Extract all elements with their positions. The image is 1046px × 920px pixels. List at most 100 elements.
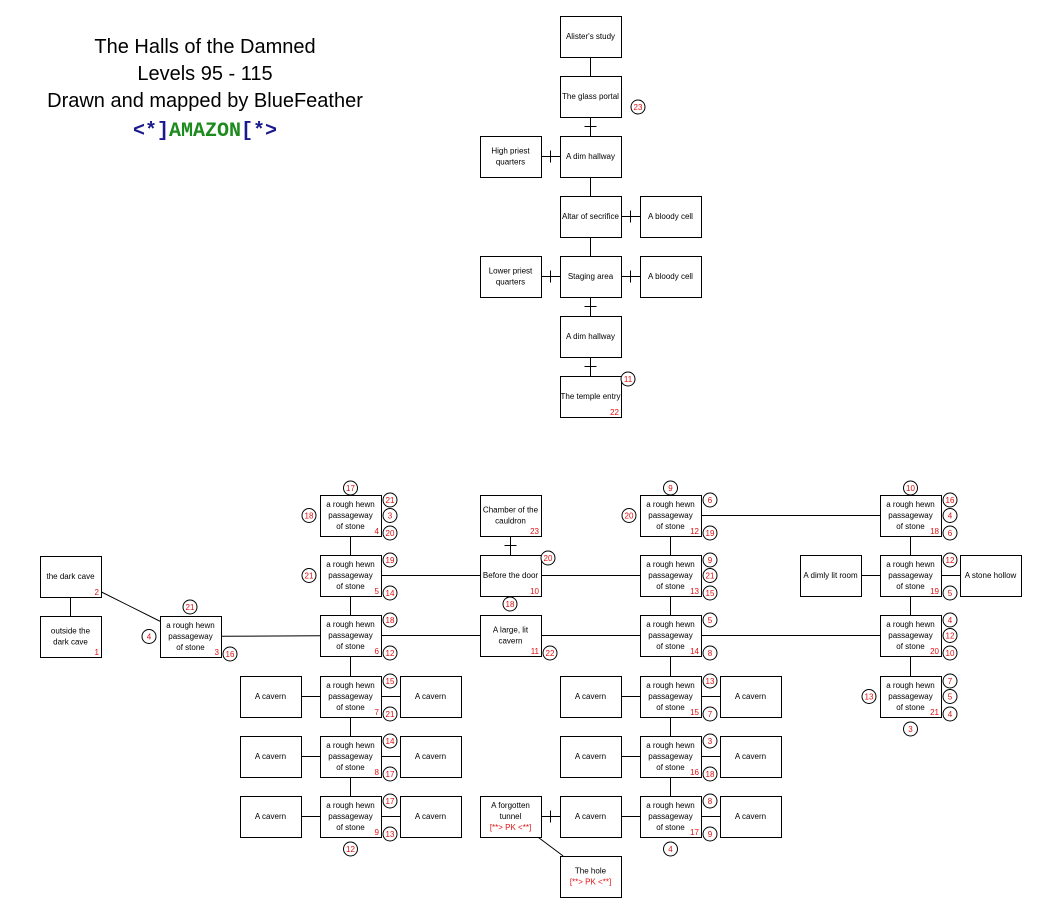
- room-number: 10: [530, 587, 539, 596]
- room-cav17r: A cavern: [720, 796, 782, 838]
- room-label: passageway: [648, 631, 692, 640]
- room-label: a rough hewn: [326, 681, 374, 690]
- room-number: 8: [375, 768, 380, 777]
- exit-label: 9: [708, 556, 713, 565]
- room-label: cauldron: [495, 517, 526, 526]
- exit-label: 9: [668, 484, 673, 493]
- exit-label: 3: [708, 737, 713, 746]
- room-label: a rough hewn: [326, 741, 374, 750]
- room-label: of stone: [336, 703, 365, 712]
- room-label: of stone: [336, 763, 365, 772]
- room-label: The hole: [575, 867, 607, 876]
- room-label: passageway: [648, 752, 692, 761]
- exit-label: 19: [706, 529, 715, 538]
- exit-marker: 21: [702, 568, 718, 583]
- exit-label: 15: [706, 589, 715, 598]
- room-box: [240, 676, 302, 718]
- exit-marker: 8: [702, 793, 718, 809]
- amazon-brand: <*]AMAZON[*>: [10, 120, 400, 143]
- exit-marker: 3: [903, 721, 918, 737]
- room-label: of stone: [656, 522, 685, 531]
- exit-label: 13: [865, 693, 874, 702]
- exit-label: 6: [708, 496, 713, 505]
- map-levels: Levels 95 - 115: [137, 63, 273, 85]
- room-label: A cavern: [415, 752, 446, 761]
- exit-label: 11: [624, 375, 633, 384]
- room-number: 16: [690, 768, 699, 777]
- room-box: [880, 555, 942, 597]
- room-box: [480, 136, 542, 178]
- room-number: 14: [690, 647, 699, 656]
- exit-label: 21: [386, 710, 395, 719]
- room-hollow: A stone hollow: [960, 555, 1022, 597]
- room-number: 12: [690, 527, 699, 536]
- exit-marker: 19: [382, 552, 398, 568]
- room-alister: Alister's study: [560, 16, 622, 58]
- exit-label: 4: [948, 616, 953, 625]
- room-label: of stone: [656, 642, 685, 651]
- exit-marker: 12: [343, 841, 358, 857]
- room-box: [480, 495, 542, 537]
- room-label: a rough hewn: [886, 681, 934, 690]
- pk-warning: [**> PK <**]: [490, 823, 531, 832]
- exit-marker: 7: [702, 706, 718, 722]
- room-label: Altar of secrifice: [562, 212, 619, 221]
- room-box: [640, 796, 702, 838]
- room-label: a rough hewn: [326, 620, 374, 629]
- room-number: 17: [690, 828, 699, 837]
- room-label: The glass portal: [562, 92, 619, 101]
- room-cav15l: A cavern: [560, 676, 622, 718]
- room-label: passageway: [648, 692, 692, 701]
- exit-marker: 20: [540, 550, 556, 566]
- exit-marker: 4: [141, 629, 157, 644]
- room-bloody1: A bloody cell: [640, 196, 702, 238]
- exit-label: 12: [346, 845, 355, 854]
- exit-label: 13: [706, 677, 715, 686]
- room-label: of stone: [176, 643, 205, 652]
- exit-label: 10: [906, 484, 915, 493]
- room-label: A dimly lit room: [803, 571, 858, 580]
- exit-label: 14: [386, 737, 395, 746]
- room-label: passageway: [648, 571, 692, 580]
- map-credit: Drawn and mapped by BlueFeather: [47, 90, 363, 112]
- exit-marker: 18: [702, 766, 718, 782]
- exit-label: 5: [948, 589, 953, 598]
- exit-marker: 16: [222, 646, 238, 662]
- room-number: 2: [95, 588, 100, 597]
- exit-label: 21: [186, 603, 195, 612]
- room-label: A cavern: [415, 692, 446, 701]
- exit-marker: 3: [382, 508, 398, 523]
- room-box: [560, 676, 622, 718]
- room-box: [640, 676, 702, 718]
- exit-label: 21: [386, 496, 395, 505]
- room-box: [560, 796, 622, 838]
- room-box: [560, 736, 622, 778]
- exit-label: 8: [708, 649, 713, 658]
- exit-marker: 4: [942, 706, 958, 722]
- exit-label: 12: [386, 649, 395, 658]
- room-box: [560, 16, 622, 58]
- room-hole: The hole[**> PK <**]: [560, 856, 622, 898]
- room-box: [640, 196, 702, 238]
- room-number: 1: [95, 648, 100, 657]
- exit-label: 12: [946, 632, 955, 641]
- room-label: Alister's study: [566, 32, 615, 41]
- exit-label: 17: [386, 797, 395, 806]
- exit-marker: 21: [301, 568, 317, 583]
- exit-marker: 21: [182, 599, 198, 615]
- room-label: passageway: [328, 511, 372, 520]
- room-number: 9: [375, 828, 380, 837]
- exit-marker: 3: [702, 733, 718, 749]
- room-box: [560, 376, 622, 418]
- room-label: A cavern: [735, 752, 766, 761]
- connection-lines: [70, 57, 960, 857]
- exit-marker: 17: [343, 480, 358, 496]
- exit-marker: 20: [382, 525, 398, 541]
